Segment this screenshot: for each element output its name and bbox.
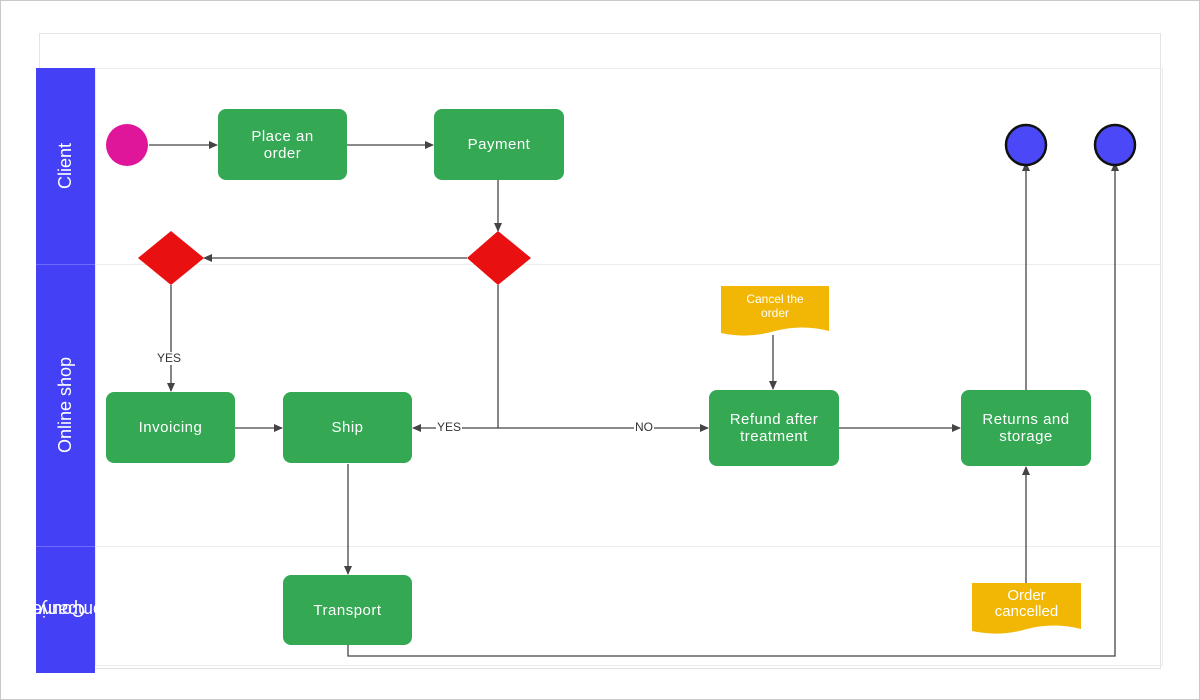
task-place-order: Place an order	[218, 109, 347, 180]
task-transport: Transport	[283, 575, 412, 645]
end-event	[1004, 123, 1048, 167]
lane-area-courier	[95, 546, 1163, 666]
task-refund-line1: Refund after	[729, 411, 819, 428]
task-returns-label: Returns and storage	[982, 411, 1069, 445]
document-cancel-order-text: Cancel the order	[721, 292, 829, 326]
task-returns: Returns and storage	[961, 390, 1091, 466]
task-refund-line2: treatment	[740, 428, 808, 445]
document-cancelled-line1: Order	[1007, 587, 1046, 604]
task-payment-label: Payment	[467, 136, 531, 153]
task-ship-label: Ship	[331, 419, 364, 436]
document-order-cancelled-text: Order cancelled	[972, 588, 1081, 624]
task-invoicing: Invoicing	[106, 392, 235, 463]
lane-divider	[36, 546, 95, 547]
task-place-order-line2: order	[263, 144, 302, 162]
edge-label-yes-invoicing: YES	[156, 351, 183, 365]
document-cancel-line2: order	[760, 306, 789, 320]
task-place-order-label: Place an order	[251, 128, 313, 162]
edge-label-yes-ship: YES	[436, 420, 463, 434]
task-refund: Refund after treatment	[709, 390, 839, 466]
decision-gateway	[467, 231, 531, 285]
document-order-cancelled	[972, 583, 1081, 634]
task-place-order-line1: Place an	[251, 127, 314, 145]
task-returns-line2: storage	[999, 428, 1053, 445]
start-event	[106, 124, 148, 166]
task-refund-label: Refund after treatment	[730, 411, 819, 445]
decision-gateway	[138, 231, 204, 285]
document-cancel-order	[721, 286, 829, 336]
connector-transport-to-end	[347, 162, 1119, 657]
document-cancel-line1: Cancel the	[746, 292, 804, 306]
task-invoicing-label: Invoicing	[138, 419, 203, 436]
task-ship: Ship	[283, 392, 412, 463]
task-returns-line1: Returns and	[982, 411, 1070, 428]
end-event	[1093, 123, 1137, 167]
edge-label-no-refund: NO	[634, 420, 654, 434]
lane-band	[36, 68, 95, 673]
lane-divider	[36, 264, 95, 265]
task-transport-label: Transport	[313, 601, 382, 619]
document-cancelled-line2: cancelled	[994, 603, 1059, 620]
task-payment: Payment	[434, 109, 564, 180]
